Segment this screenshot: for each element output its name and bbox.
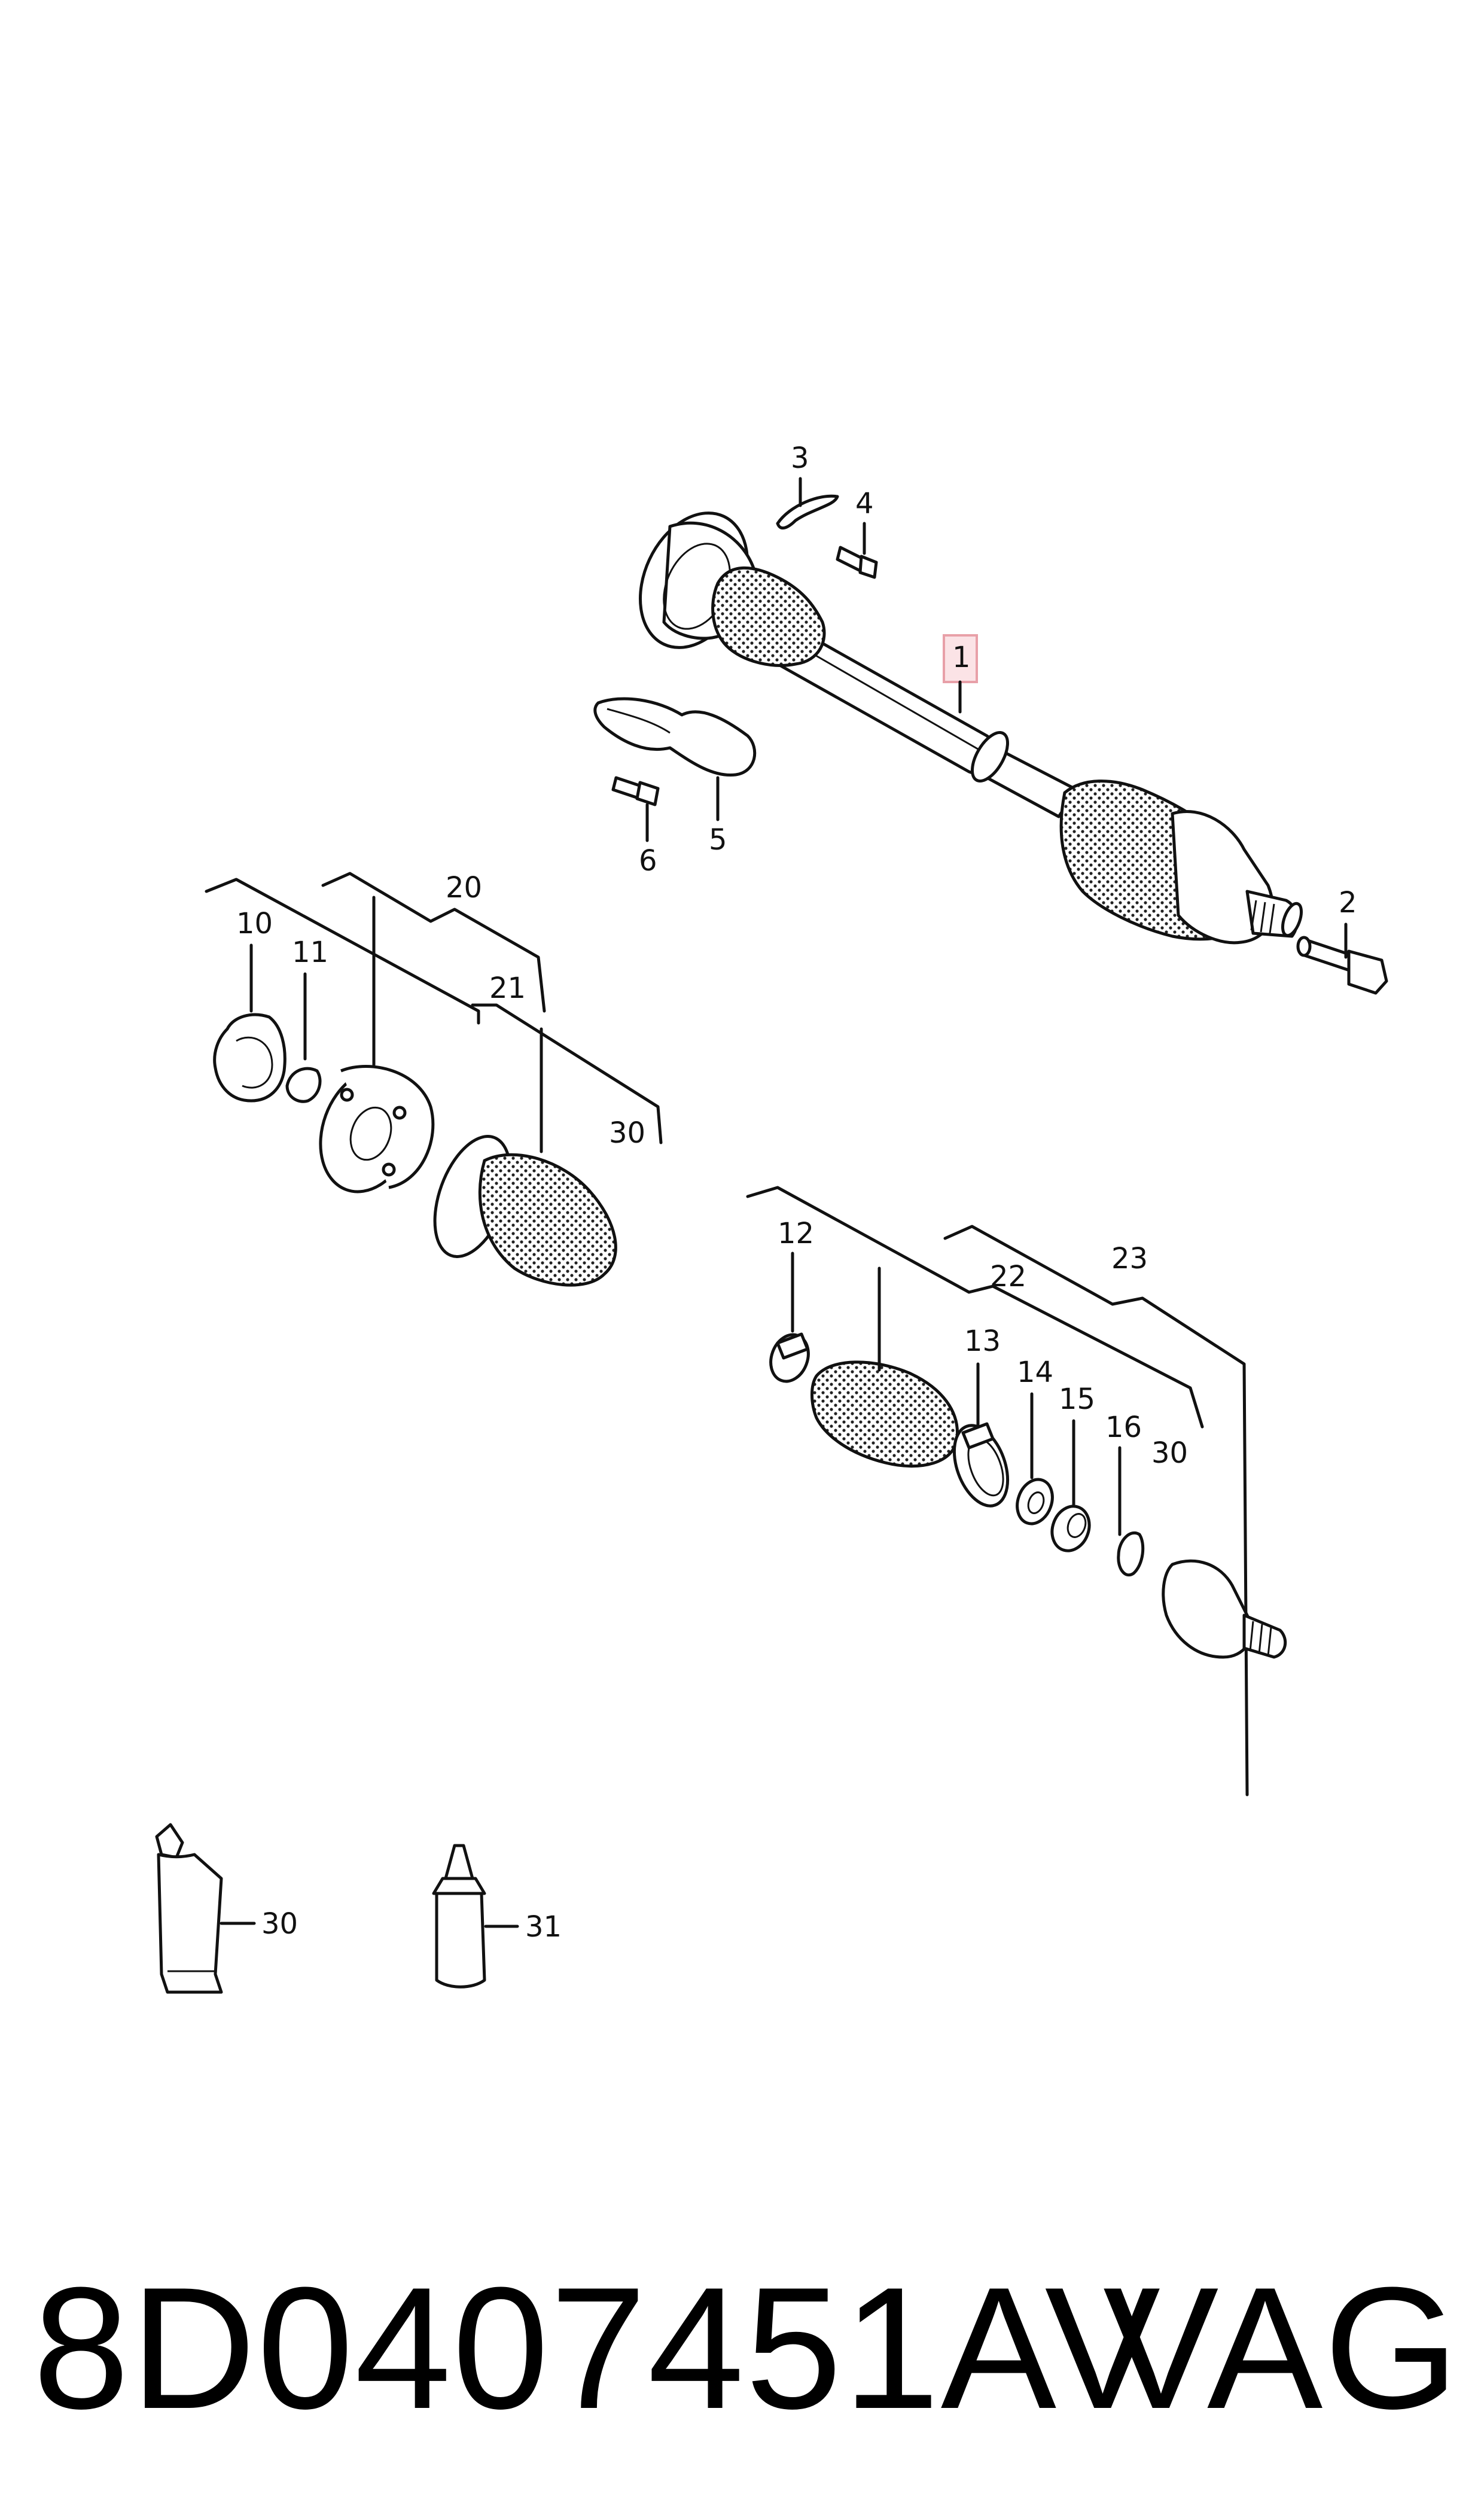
exploded-parts-diagram: 1 2 3 4 5 6 20 21 30: [155, 442, 1388, 1994]
gasket-part-10: [213, 1013, 287, 1103]
callout-12: 12: [778, 1217, 814, 1250]
callout-1: 1: [952, 641, 971, 674]
drive-shaft-assembly: [639, 511, 1303, 945]
washer-part-14: [1016, 1478, 1054, 1526]
callout-30-outer: 30: [1151, 1436, 1188, 1470]
callout-6: 6: [639, 844, 657, 878]
part-number: 8D0407451AV: [33, 2251, 1162, 2445]
callout-23: 23: [1111, 1242, 1148, 1275]
circlip-part-16: [1117, 1531, 1145, 1576]
callout-14: 14: [1017, 1356, 1053, 1389]
callout-4: 4: [855, 487, 874, 520]
part-caption: 8D0407451AV VAG: [0, 2249, 1484, 2447]
inner-boot-part-21: [433, 1135, 617, 1287]
bolt-part-4: [836, 546, 878, 579]
bolt-part-6: [611, 776, 660, 806]
circlip-part-3: [776, 494, 839, 530]
brand-name: VAG: [1103, 2251, 1460, 2445]
bolt-part-2: [1296, 936, 1388, 995]
cv-joint-part-23: [1162, 1559, 1287, 1659]
clamp-part-12: [769, 1332, 810, 1383]
callout-30-inner: 30: [609, 1116, 645, 1150]
inner-joint-kit-brackets: [205, 872, 663, 1144]
circlip-part-11: [285, 1067, 322, 1103]
callout-20: 20: [446, 871, 482, 905]
callout-2: 2: [1339, 886, 1357, 919]
callout-15: 15: [1059, 1383, 1095, 1416]
grease-tube-part-30: [155, 1823, 223, 1994]
spacer-part-15: [1050, 1505, 1091, 1552]
callout-5: 5: [709, 823, 727, 857]
callout-16: 16: [1105, 1411, 1142, 1444]
sealant-bottle-part-31: [432, 1844, 486, 1989]
callout-31: 31: [525, 1910, 562, 1944]
clamp-part-13: [952, 1422, 1010, 1508]
heat-shield-part-5: [593, 697, 757, 777]
callout-21: 21: [489, 972, 526, 1005]
callout-10: 10: [236, 907, 273, 940]
joint-ring-part-20: [319, 1065, 435, 1193]
outer-boot: [810, 1360, 959, 1468]
callout-22: 22: [990, 1260, 1026, 1293]
callout-3: 3: [791, 442, 809, 475]
callout-11: 11: [292, 936, 328, 969]
callout-30-grease: 30: [261, 1907, 298, 1941]
outer-boot-kit-brackets: [746, 1186, 1249, 1797]
callout-13: 13: [964, 1325, 1001, 1358]
